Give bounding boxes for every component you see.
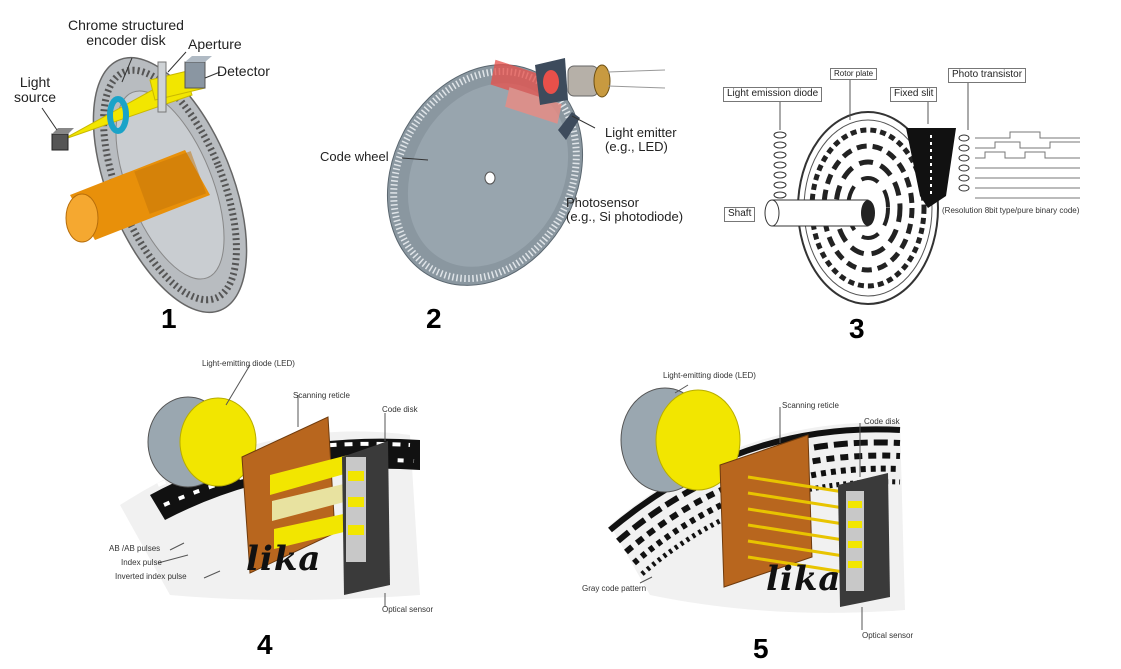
label-code-disk: Code disk — [864, 417, 900, 426]
panel-2-illustration — [386, 58, 666, 286]
label-aperture: Aperture — [188, 36, 242, 52]
light-source-cube — [51, 128, 74, 151]
panel-number: 3 — [849, 313, 865, 344]
label-fixed-slit: Fixed slit — [890, 87, 938, 102]
light-emitter — [535, 58, 666, 105]
label-code-wheel: Code wheel — [320, 149, 389, 164]
panel-4: Light-emitting diode (LED) Scanning reti… — [80, 345, 500, 669]
output-waveforms — [975, 131, 1080, 199]
label-optical-sensor: Optical sensor — [382, 605, 434, 614]
label-detector: Detector — [217, 63, 270, 79]
panel-4-illustration — [120, 364, 420, 607]
led-housing — [620, 387, 741, 493]
label-resolution: (Resolution 8bit type/pure binary code) — [942, 206, 1080, 215]
light-bars — [270, 455, 348, 549]
shaft — [764, 199, 875, 227]
label-gray-code: Gray code pattern — [582, 584, 647, 593]
panel-3: Rotor plate Photo transistor Light emiss… — [720, 0, 1120, 345]
led-housing — [147, 396, 257, 488]
label-photo-transistor: Photo transistor — [948, 68, 1027, 83]
panel-number: 5 — [753, 633, 769, 664]
fixed-slit — [906, 128, 956, 208]
lika-logo: lika — [246, 539, 322, 579]
label-led: Light-emitting diode (LED) — [663, 371, 756, 380]
panel-3-illustration — [764, 80, 1080, 305]
panel-number: 2 — [426, 303, 442, 334]
lika-logo: lika — [766, 559, 842, 599]
detector-box — [184, 56, 212, 89]
label-led: Light-emitting diode (LED) — [202, 359, 295, 368]
photo-transistor-stack — [958, 134, 970, 192]
panel-1: Chrome structured encoder disk Aperture … — [0, 0, 300, 340]
panel-5-illustration — [608, 384, 905, 630]
optical-sensor — [838, 473, 890, 607]
shaft — [65, 150, 210, 243]
label-inverted-index: Inverted index pulse — [115, 572, 187, 581]
label-ab-pulses: AB /AB pulses — [109, 544, 161, 553]
led-stack — [773, 131, 787, 199]
label-light-emitter: Light emitter (e.g., LED) — [605, 125, 677, 154]
panel-2: Code wheel Light emitter (e.g., LED) Pho… — [310, 0, 710, 340]
label-code-disk: Code disk — [382, 405, 418, 414]
panel-1-illustration — [41, 51, 248, 314]
panel-number: 4 — [257, 629, 273, 660]
panel-5: Light-emitting diode (LED) Scanning reti… — [570, 345, 950, 669]
label-optical-sensor: Optical sensor — [862, 631, 914, 640]
optical-sensor — [342, 441, 390, 595]
label-scanning-reticle: Scanning reticle — [782, 401, 839, 410]
label-index-pulse: Index pulse — [121, 558, 162, 567]
label-light-source: Light source — [14, 74, 57, 105]
label-shaft: Shaft — [724, 207, 756, 222]
code-wheel — [386, 64, 584, 286]
label-chrome-disk: Chrome structured encoder disk — [68, 17, 184, 48]
panel-number: 1 — [161, 303, 177, 334]
photosensor — [558, 112, 580, 140]
label-scanning-reticle: Scanning reticle — [293, 391, 350, 400]
label-photosensor: Photosensor (e.g., Si photodiode) — [566, 195, 684, 224]
light-rays — [747, 475, 851, 575]
aperture-plate — [157, 61, 167, 113]
label-light-emission-diode: Light emission diode — [723, 87, 823, 102]
label-rotor-plate: Rotor plate — [830, 68, 878, 81]
